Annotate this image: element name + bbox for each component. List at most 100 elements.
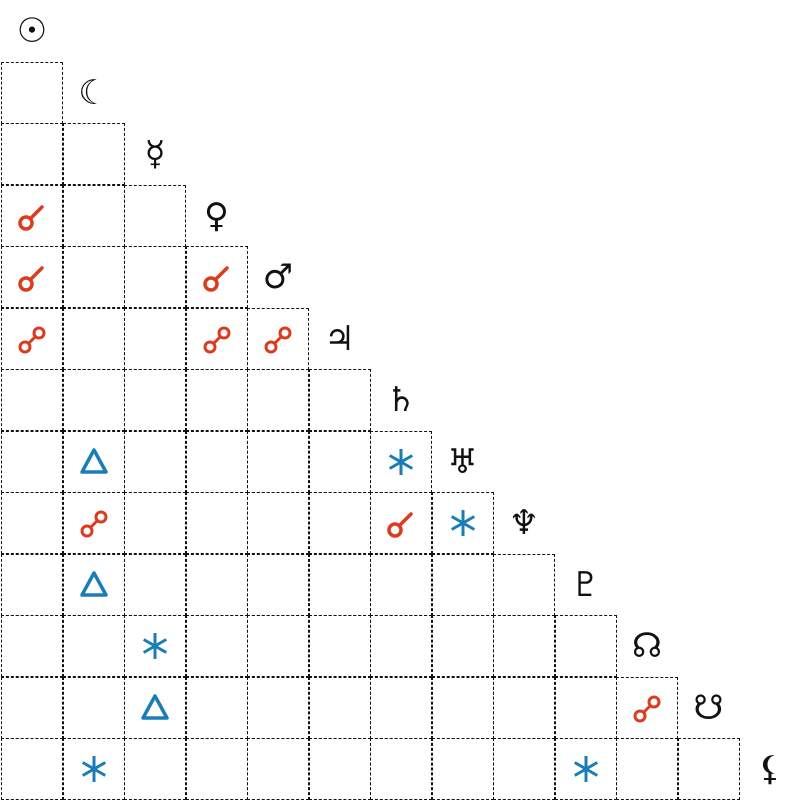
venus-glyph-icon: ♀ [204, 195, 229, 236]
grid-cell-pluto-mars [247, 553, 309, 616]
grid-cell-south-node-neptune [493, 676, 555, 739]
grid-cell-lilith-jupiter [308, 738, 371, 800]
grid-cell-jupiter-venus [185, 307, 248, 370]
grid-cell-jupiter-mercury [124, 307, 186, 370]
grid-cell-south-node-uranus [431, 676, 494, 739]
pluto-glyph-icon: ♇ [570, 564, 601, 605]
opposition-aspect-icon [633, 695, 661, 722]
grid-cell-uranus-mercury [124, 430, 186, 493]
lilith-glyph-icon: ⚸ [757, 749, 783, 789]
grid-cell-moon-sun [1, 61, 63, 124]
mars-glyph-icon: ♂ [262, 257, 294, 297]
grid-cell-lilith-saturn [370, 738, 432, 800]
grid-cell-jupiter-moon [62, 307, 125, 370]
grid-cell-uranus-moon [62, 430, 125, 493]
north-node-glyph-icon: ☊ [631, 626, 663, 666]
sextile-aspect-icon [388, 448, 414, 475]
grid-cell-pluto-uranus [431, 553, 494, 616]
grid-cell-uranus-saturn [370, 430, 432, 493]
grid-cell-venus-sun [1, 184, 63, 247]
grid-cell-lilith-moon [62, 738, 125, 800]
grid-cell-saturn-venus [185, 369, 248, 431]
grid-cell-south-node-pluto [554, 676, 617, 739]
grid-cell-lilith-venus [185, 738, 248, 800]
grid-cell-pluto-saturn [370, 553, 432, 616]
grid-cell-pluto-neptune [493, 553, 555, 616]
grid-cell-lilith-pluto [554, 738, 617, 800]
grid-cell-uranus-venus [185, 430, 248, 493]
mercury-glyph-icon: ☿ [144, 134, 166, 174]
sun-glyph-icon: ☉ [16, 11, 48, 51]
grid-cell-south-node-moon [62, 676, 125, 739]
neptune-glyph-icon: ♆ [508, 503, 540, 543]
grid-cell-north-node-pluto [554, 615, 617, 677]
uranus-glyph-icon: ♅ [447, 441, 478, 482]
south-node-glyph-icon: ☋ [693, 687, 724, 728]
jupiter-glyph-icon: ♃ [324, 318, 355, 359]
opposition-aspect-icon [264, 326, 292, 353]
grid-cell-mars-venus [185, 246, 248, 308]
saturn-glyph-icon: ♄ [385, 380, 417, 420]
sextile-aspect-icon [81, 756, 106, 782]
conjunction-aspect-icon [387, 512, 413, 538]
grid-cell-north-node-neptune [493, 615, 555, 677]
conjunction-aspect-icon [18, 266, 44, 292]
grid-cell-jupiter-mars [247, 307, 309, 370]
grid-cell-neptune-mercury [124, 492, 186, 554]
grid-cell-north-node-mercury [124, 615, 186, 677]
grid-cell-saturn-moon [62, 369, 125, 431]
grid-cell-pluto-venus [185, 553, 248, 616]
trine-aspect-icon [79, 570, 108, 597]
trine-aspect-icon [141, 693, 169, 720]
grid-cell-north-node-venus [185, 615, 248, 677]
grid-cell-south-node-venus [185, 676, 248, 739]
grid-cell-mars-sun [1, 246, 63, 308]
grid-cell-south-node-saturn [370, 676, 432, 739]
grid-cell-lilith-mars [247, 738, 309, 800]
sextile-aspect-icon [450, 510, 475, 536]
grid-cell-north-node-jupiter [308, 615, 371, 677]
sextile-aspect-icon [573, 756, 598, 782]
grid-cell-north-node-mars [247, 615, 309, 677]
opposition-aspect-icon [80, 510, 107, 538]
grid-cell-neptune-uranus [431, 492, 494, 554]
grid-cell-uranus-mars [247, 430, 309, 493]
grid-cell-south-node-sun [1, 676, 63, 739]
grid-cell-mercury-sun [1, 123, 63, 185]
conjunction-aspect-icon [18, 204, 44, 231]
grid-cell-saturn-mercury [124, 369, 186, 431]
grid-cell-north-node-uranus [431, 615, 494, 677]
grid-cell-south-node-mercury [124, 676, 186, 739]
grid-cell-pluto-mercury [124, 553, 186, 616]
grid-cell-lilith-north-node [616, 738, 678, 800]
grid-cell-south-node-mars [247, 676, 309, 739]
sextile-aspect-icon [142, 633, 168, 659]
grid-cell-saturn-mars [247, 369, 309, 431]
opposition-aspect-icon [18, 326, 46, 353]
grid-cell-north-node-saturn [370, 615, 432, 677]
grid-cell-jupiter-sun [1, 307, 63, 370]
grid-cell-mercury-moon [62, 123, 125, 185]
grid-cell-neptune-moon [62, 492, 125, 554]
opposition-aspect-icon [203, 326, 230, 353]
grid-cell-mars-mercury [124, 246, 186, 308]
grid-cell-south-node-jupiter [308, 676, 371, 739]
grid-cell-neptune-venus [185, 492, 248, 554]
grid-cell-lilith-sun [1, 738, 63, 800]
grid-cell-lilith-uranus [431, 738, 494, 800]
trine-aspect-icon [79, 447, 108, 474]
moon-glyph-icon: ☾ [78, 72, 109, 113]
grid-cell-north-node-moon [62, 615, 125, 677]
grid-cell-pluto-sun [1, 553, 63, 616]
grid-cell-uranus-sun [1, 430, 63, 493]
grid-cell-venus-moon [62, 184, 125, 247]
grid-cell-venus-mercury [124, 184, 186, 247]
grid-cell-neptune-jupiter [308, 492, 371, 554]
grid-cell-mars-moon [62, 246, 125, 308]
grid-cell-lilith-neptune [493, 738, 555, 800]
grid-cell-neptune-sun [1, 492, 63, 554]
grid-cell-lilith-south-node [677, 738, 740, 800]
grid-cell-lilith-mercury [124, 738, 186, 800]
grid-cell-north-node-sun [1, 615, 63, 677]
